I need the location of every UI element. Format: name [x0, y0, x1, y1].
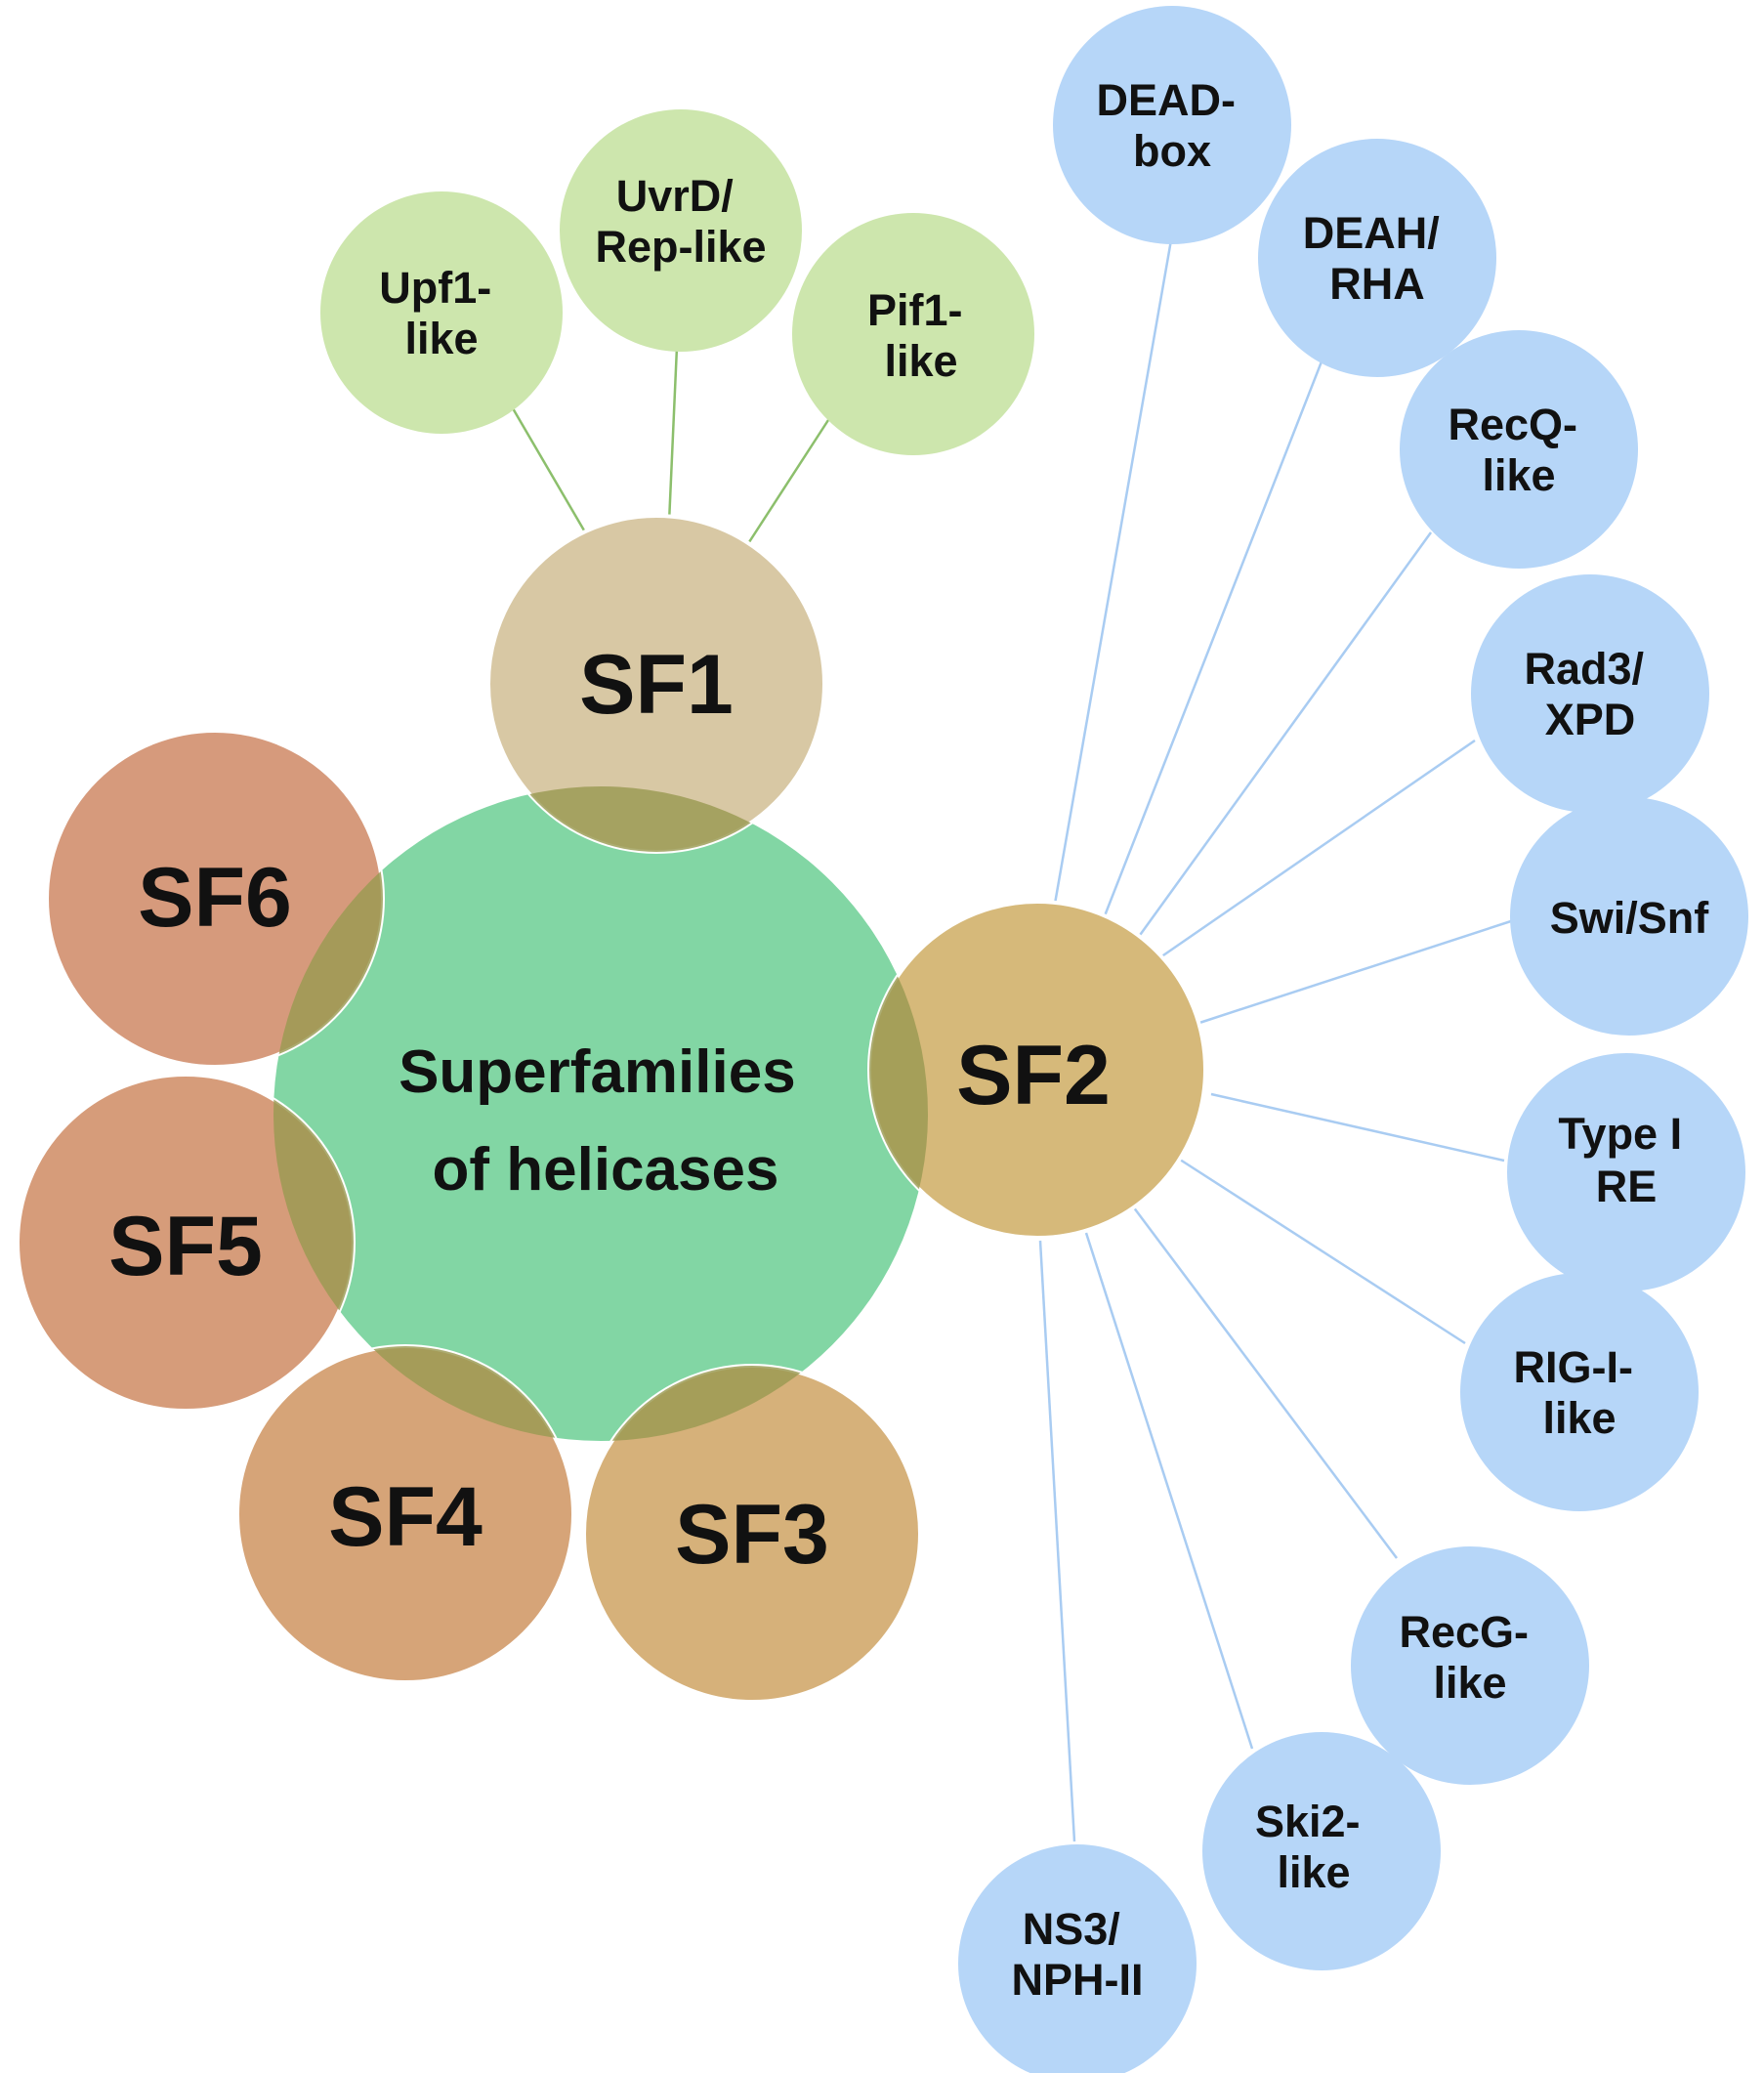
ns3-nph-ii-label: NS3/ NPH-II — [1012, 1904, 1144, 2005]
recg-like-bubble — [1351, 1546, 1589, 1785]
swi-snf-label-line1: Swi/Snf — [1550, 893, 1710, 943]
sf6-label: SF6 — [138, 851, 292, 945]
type-i-re-label: Type I RE — [1558, 1109, 1694, 1211]
ski2-like-label-line1: Ski2- — [1255, 1797, 1361, 1846]
connector-recg — [1132, 1206, 1398, 1559]
dead-box-label-line2: box — [1133, 126, 1211, 176]
center-label: Superfamilies of helicases — [399, 1038, 813, 1204]
connector-rad3 — [1159, 739, 1476, 959]
sf4-label: SF4 — [328, 1470, 483, 1564]
dead-box-label: DEAD- box — [1096, 75, 1247, 176]
pif1-like-bubble — [792, 213, 1034, 455]
connector-rig1 — [1176, 1156, 1466, 1345]
center-bubble — [273, 786, 928, 1441]
uvrd-rep-like-bubble — [560, 109, 802, 352]
connector-upf1 — [511, 407, 586, 531]
recq-like-bubble — [1400, 330, 1638, 569]
sf5-label: SF5 — [108, 1200, 263, 1293]
connector-ns3 — [1038, 1240, 1076, 1842]
sf1-family-labels: Upf1- like UvrD/ Rep-like Pif1- like — [379, 171, 975, 386]
superfamily-bubbles — [16, 514, 1207, 1704]
dead-box-bubble — [1053, 6, 1291, 244]
deah-rha-label-line2: RHA — [1329, 259, 1425, 309]
connector-recq — [1136, 531, 1433, 939]
rad3-xpd-label-line2: XPD — [1545, 695, 1636, 744]
pif1-like-label-line1: Pif1- — [867, 285, 963, 335]
rad3-xpd-label-line1: Rad3/ — [1524, 644, 1644, 694]
recg-like-label-line2: like — [1433, 1658, 1506, 1708]
ski2-like-bubble — [1202, 1732, 1441, 1970]
sf2-family-labels: DEAD- box DEAH/ RHA RecQ- like Rad3/ XPD… — [1012, 75, 1710, 2005]
deah-rha-label-line1: DEAH/ — [1303, 208, 1441, 258]
connector-pif1 — [745, 419, 830, 546]
connector-dead-box — [1053, 233, 1174, 905]
deah-rha-label: DEAH/ RHA — [1303, 208, 1452, 309]
type-i-re-label-line1: Type I — [1558, 1109, 1682, 1159]
connector-deah — [1102, 356, 1325, 919]
center-label-line2: of helicases — [433, 1136, 779, 1204]
swi-snf-label: Swi/Snf — [1550, 893, 1710, 943]
rig-i-like-label: RIG-I- like — [1514, 1342, 1646, 1443]
recq-like-label-line2: like — [1482, 450, 1555, 500]
sf2-family-bubbles — [958, 6, 1748, 2073]
type-i-re-bubble — [1507, 1053, 1745, 1291]
uvrd-rep-like-label-line2: Rep-like — [595, 222, 766, 272]
rig-i-like-label-line1: RIG-I- — [1514, 1342, 1633, 1392]
dead-box-label-line1: DEAD- — [1096, 75, 1236, 125]
ski2-like-label-line2: like — [1277, 1847, 1350, 1897]
pif1-like-label: Pif1- like — [867, 285, 975, 386]
ns3-nph-ii-bubble — [958, 1844, 1197, 2073]
connector-uvrd — [667, 346, 679, 524]
sf1-label: SF1 — [579, 638, 734, 732]
sf1-family-bubbles — [320, 109, 1034, 455]
upf1-like-bubble — [320, 191, 563, 434]
rad3-xpd-label: Rad3/ XPD — [1524, 644, 1656, 744]
connector-ski2 — [1084, 1232, 1254, 1750]
sf3-label: SF3 — [675, 1488, 829, 1582]
type-i-re-label-line2: RE — [1596, 1162, 1658, 1211]
swi-snf-bubble — [1510, 797, 1748, 1036]
rig-i-like-label-line2: like — [1542, 1393, 1616, 1443]
connector-swisnf — [1196, 918, 1515, 1026]
rig-i-like-bubble — [1460, 1273, 1699, 1511]
upf1-like-label-line2: like — [404, 314, 478, 363]
uvrd-rep-like-label: UvrD/ Rep-like — [595, 171, 766, 272]
recq-like-label-line1: RecQ- — [1448, 400, 1577, 449]
recg-like-label-line1: RecG- — [1399, 1607, 1529, 1657]
sf1-connectors — [511, 346, 830, 546]
rad3-xpd-bubble — [1471, 574, 1709, 813]
upf1-like-label-line1: Upf1- — [379, 263, 491, 313]
sf2-label: SF2 — [956, 1029, 1111, 1122]
ns3-nph-ii-label-line1: NS3/ — [1023, 1904, 1121, 1954]
recq-like-label: RecQ- like — [1448, 400, 1589, 500]
deah-rha-bubble — [1258, 139, 1496, 377]
center-label-line1: Superfamilies — [399, 1038, 796, 1106]
recg-like-label: RecG- like — [1399, 1607, 1540, 1708]
sf2-connectors — [1038, 233, 1515, 1842]
uvrd-rep-like-label-line1: UvrD/ — [616, 171, 735, 221]
ski2-like-label: Ski2- like — [1255, 1797, 1372, 1897]
connector-type1 — [1210, 1092, 1505, 1163]
ns3-nph-ii-label-line2: NPH-II — [1012, 1955, 1144, 2005]
pif1-like-label-line2: like — [884, 336, 957, 386]
upf1-like-label: Upf1- like — [379, 263, 504, 363]
